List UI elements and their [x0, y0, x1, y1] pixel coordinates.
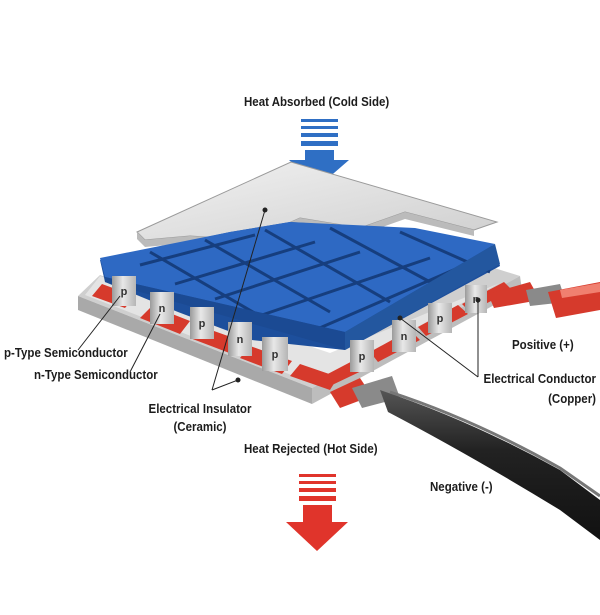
- heat-rejected-label: Heat Rejected (Hot Side): [244, 442, 378, 456]
- leg-label-p: p: [359, 351, 366, 363]
- positive-label: Positive (+): [512, 338, 574, 352]
- conductor-label-line1: Electrical Conductor: [483, 372, 596, 386]
- leg-label-p: p: [199, 318, 206, 330]
- leg-label-p: p: [121, 286, 128, 298]
- insulator-label-line1: Electrical Insulator: [148, 402, 252, 416]
- semiconductor-legs-front: p n p n p: [112, 276, 288, 371]
- leader-lines: [77, 209, 479, 391]
- leg-label-n: n: [237, 334, 244, 346]
- n-type-label: n-Type Semiconductor: [34, 368, 158, 382]
- negative-label: Negative (-): [430, 480, 493, 494]
- hot-side-arrow-icon: [286, 474, 348, 551]
- leg-label-p: p: [437, 313, 444, 325]
- positive-wire: [488, 282, 600, 318]
- leg-label-n: n: [401, 331, 408, 343]
- conductor-label-line2: (Copper): [548, 392, 596, 406]
- heat-absorbed-label: Heat Absorbed (Cold Side): [244, 95, 390, 109]
- negative-wire: [330, 376, 600, 540]
- insulator-label-line2: (Ceramic): [173, 420, 227, 434]
- leg-label-n: n: [159, 303, 166, 315]
- leg-label-p: p: [272, 349, 279, 361]
- p-type-label: p-Type Semiconductor: [4, 346, 128, 360]
